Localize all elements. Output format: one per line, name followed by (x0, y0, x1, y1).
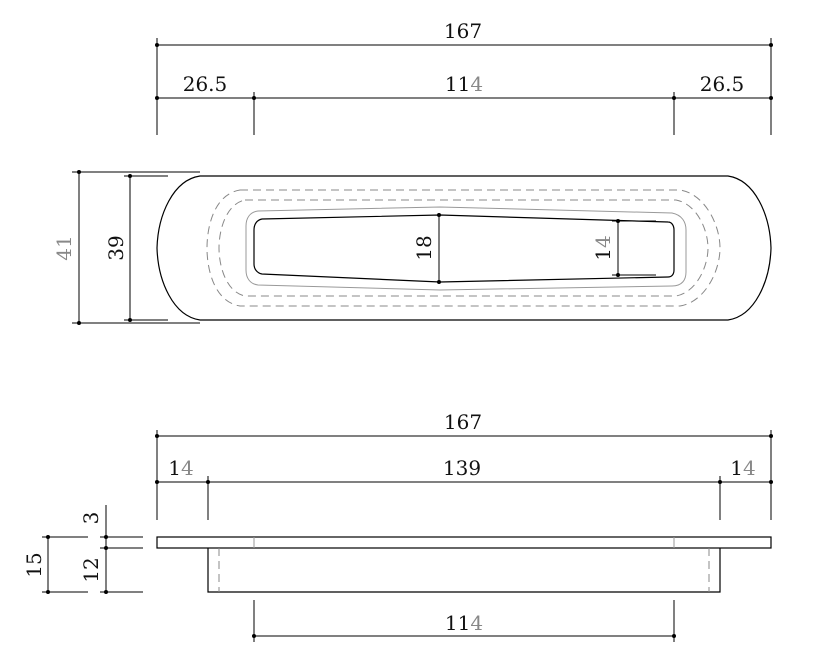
label-flange-thickness-side: 3 (79, 512, 103, 525)
label-bottom-span-side: 114 (445, 611, 483, 635)
label-body-height-side: 12 (79, 557, 103, 582)
recess-inner-outline (253, 214, 675, 283)
dim-overall-length-side: 167 (155, 410, 773, 520)
dim-overall-length-top: 167 (155, 19, 773, 135)
label-center-span-top: 114 (445, 72, 483, 96)
dim-bottom-span-side: 114 (252, 600, 676, 642)
dim-segments-top: 26.5 114 26.5 (155, 72, 773, 135)
label-right-margin-top: 26.5 (700, 72, 745, 96)
label-inner-height-top: 39 (104, 235, 128, 260)
dim-heights-side: 15 3 12 (22, 505, 143, 594)
label-left-margin-top: 26.5 (183, 72, 228, 96)
dim-heights-top: 41 39 (52, 170, 200, 325)
dim-recess-height: 18 (412, 213, 441, 284)
handle-outer-outline (156, 175, 772, 321)
flange-plate (156, 536, 772, 549)
label-total-height-side: 15 (22, 552, 46, 577)
label-end-pocket-height: 14 (591, 235, 615, 260)
side-view: 167 14 139 14 15 (22, 410, 773, 642)
handle-body (207, 548, 721, 593)
label-overall-length-side: 167 (444, 410, 482, 434)
hidden-line-outer (206, 189, 721, 307)
label-outer-height-top: 41 (52, 235, 76, 260)
top-view: 167 26.5 114 26.5 41 (52, 19, 773, 325)
label-overall-length-top: 167 (444, 19, 482, 43)
recess-outer-outline (245, 206, 687, 291)
label-recess-height: 18 (412, 235, 436, 260)
hidden-line-inner (218, 199, 709, 297)
label-body-length-side: 139 (443, 456, 481, 480)
label-left-inset-side: 14 (168, 456, 193, 480)
dim-segments-side: 14 139 14 (155, 456, 773, 520)
dim-end-pocket-height: 14 (591, 219, 656, 277)
label-right-inset-side: 14 (730, 456, 755, 480)
